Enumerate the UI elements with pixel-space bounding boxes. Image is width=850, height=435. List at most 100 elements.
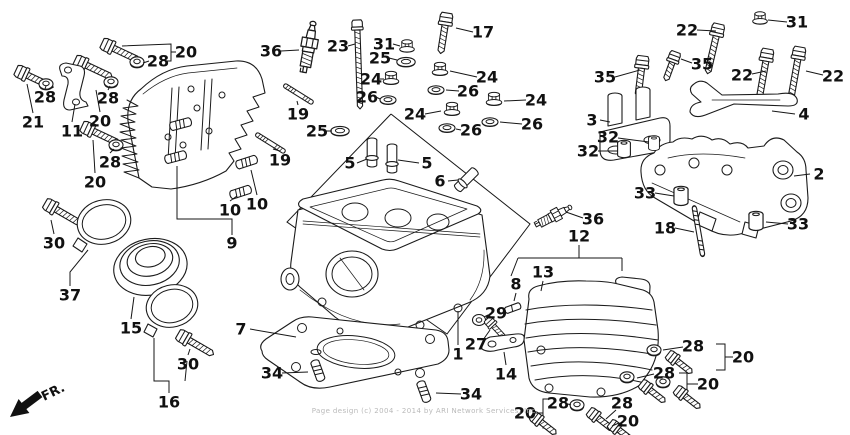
part-number-label[interactable]: 20 bbox=[514, 404, 536, 423]
leader-line bbox=[435, 392, 462, 395]
part-number-label[interactable]: 3 bbox=[586, 111, 597, 130]
part-number-label[interactable]: 33 bbox=[787, 215, 809, 234]
part-number-label[interactable]: 22 bbox=[676, 21, 698, 40]
part-number-label[interactable]: 34 bbox=[261, 364, 283, 383]
leader-line bbox=[281, 371, 309, 374]
part-number-label[interactable]: 20 bbox=[89, 112, 111, 131]
part-number-label[interactable]: 10 bbox=[246, 195, 268, 214]
leader-line bbox=[280, 49, 300, 52]
part-number-label[interactable]: 33 bbox=[634, 184, 656, 203]
part-number-label[interactable]: 28 bbox=[99, 153, 121, 172]
part-number-label[interactable]: 2 bbox=[813, 165, 824, 184]
part-number-label[interactable]: 15 bbox=[120, 319, 142, 338]
part-number-label[interactable]: 20 bbox=[617, 412, 639, 431]
sealing-washer bbox=[330, 125, 350, 137]
part-number-label[interactable]: 1 bbox=[452, 345, 463, 364]
bracket-line bbox=[286, 113, 531, 335]
leader-line bbox=[356, 158, 368, 164]
part-number-label[interactable]: 24 bbox=[525, 91, 547, 110]
part-number-label[interactable]: 22 bbox=[731, 66, 753, 85]
part-number-label[interactable]: 36 bbox=[582, 210, 604, 229]
leader-line bbox=[445, 89, 460, 92]
leader-line bbox=[107, 85, 111, 91]
flange-bolt bbox=[751, 47, 776, 101]
part-number-label[interactable]: 14 bbox=[495, 365, 517, 384]
collar-washer bbox=[569, 399, 585, 412]
stud-bolt bbox=[282, 82, 315, 106]
part-number-label[interactable]: 5 bbox=[421, 154, 432, 173]
part-number-label[interactable]: 32 bbox=[577, 142, 599, 161]
part-number-label[interactable]: 37 bbox=[59, 286, 81, 305]
part-number-label[interactable]: 24 bbox=[404, 105, 426, 124]
part-number-label[interactable]: 12 bbox=[568, 227, 590, 246]
part-number-label[interactable]: 24 bbox=[476, 68, 498, 87]
part-number-label[interactable]: 20 bbox=[175, 43, 197, 62]
part-number-label[interactable]: 8 bbox=[510, 275, 521, 294]
part-number-label[interactable]: 35 bbox=[594, 68, 616, 87]
part-number-label[interactable]: 26 bbox=[460, 121, 482, 140]
part-number-label[interactable]: 5 bbox=[344, 154, 355, 173]
rocker-arm-assembly bbox=[640, 135, 809, 239]
part-number-label[interactable]: 30 bbox=[43, 234, 65, 253]
part-number-label[interactable]: 17 bbox=[472, 23, 494, 42]
washer bbox=[438, 123, 456, 134]
washer bbox=[379, 95, 397, 106]
leader-line bbox=[455, 27, 474, 33]
part-number-label[interactable]: 28 bbox=[147, 52, 169, 71]
part-number-label[interactable]: 28 bbox=[97, 89, 119, 108]
part-number-label[interactable]: 34 bbox=[460, 385, 482, 404]
part-number-label[interactable]: 21 bbox=[22, 113, 44, 132]
leader-line bbox=[250, 169, 258, 196]
part-number-label[interactable]: 13 bbox=[532, 263, 554, 282]
part-number-label[interactable]: 6 bbox=[434, 172, 445, 191]
part-number-label[interactable]: 31 bbox=[373, 35, 395, 54]
cable-clamp-plate bbox=[481, 333, 525, 352]
mount-bolt-washer-cluster-left bbox=[12, 36, 145, 152]
part-number-label[interactable]: 19 bbox=[269, 151, 291, 170]
part-number-label[interactable]: 22 bbox=[822, 67, 844, 86]
part-number-label[interactable]: 26 bbox=[356, 88, 378, 107]
leader-line bbox=[95, 89, 101, 113]
part-number-label[interactable]: 25 bbox=[369, 49, 391, 68]
part-number-label[interactable]: 20 bbox=[84, 173, 106, 192]
leader-line bbox=[662, 346, 684, 351]
part-number-label[interactable]: 30 bbox=[177, 355, 199, 374]
part-number-label[interactable]: 10 bbox=[219, 201, 241, 220]
part-number-label[interactable]: 20 bbox=[697, 375, 719, 394]
part-number-label[interactable]: 28 bbox=[682, 337, 704, 356]
leader-line bbox=[455, 128, 462, 131]
part-number-label[interactable]: 16 bbox=[158, 393, 180, 412]
part-number-label[interactable]: 11 bbox=[61, 122, 83, 141]
part-number-label[interactable]: 9 bbox=[226, 234, 237, 253]
part-number-label[interactable]: 28 bbox=[653, 364, 675, 383]
part-number-label[interactable]: 32 bbox=[597, 128, 619, 147]
part-number-label[interactable]: 20 bbox=[732, 348, 754, 367]
part-number-label[interactable]: 4 bbox=[798, 105, 809, 124]
leader-line bbox=[26, 83, 34, 114]
leader-line bbox=[392, 43, 401, 47]
part-number-label[interactable]: 35 bbox=[691, 55, 713, 74]
part-number-label[interactable]: 28 bbox=[34, 88, 56, 107]
flange-nut bbox=[382, 70, 400, 86]
part-number-label[interactable]: 36 bbox=[260, 42, 282, 61]
leader-line bbox=[142, 60, 150, 64]
part-number-label[interactable]: 28 bbox=[547, 394, 569, 413]
flange-nut bbox=[431, 61, 449, 77]
cylinder-head-fin-cover bbox=[119, 60, 266, 190]
sealing-washer bbox=[396, 56, 416, 68]
part-number-label[interactable]: 18 bbox=[654, 219, 676, 238]
part-number-label[interactable]: 23 bbox=[327, 37, 349, 56]
part-number-label[interactable]: 29 bbox=[485, 304, 507, 323]
leader-line bbox=[540, 280, 544, 292]
part-number-label[interactable]: 27 bbox=[465, 335, 487, 354]
collar-washer bbox=[619, 371, 635, 384]
part-number-label[interactable]: 25 bbox=[306, 122, 328, 141]
part-number-label[interactable]: 26 bbox=[521, 115, 543, 134]
part-number-label[interactable]: 19 bbox=[287, 105, 309, 124]
part-number-label[interactable]: 26 bbox=[457, 82, 479, 101]
part-number-label[interactable]: 28 bbox=[611, 394, 633, 413]
part-number-label[interactable]: 31 bbox=[786, 13, 808, 32]
head-gasket bbox=[260, 316, 450, 389]
part-number-label[interactable]: 24 bbox=[360, 70, 382, 89]
part-number-label[interactable]: 7 bbox=[235, 320, 246, 339]
